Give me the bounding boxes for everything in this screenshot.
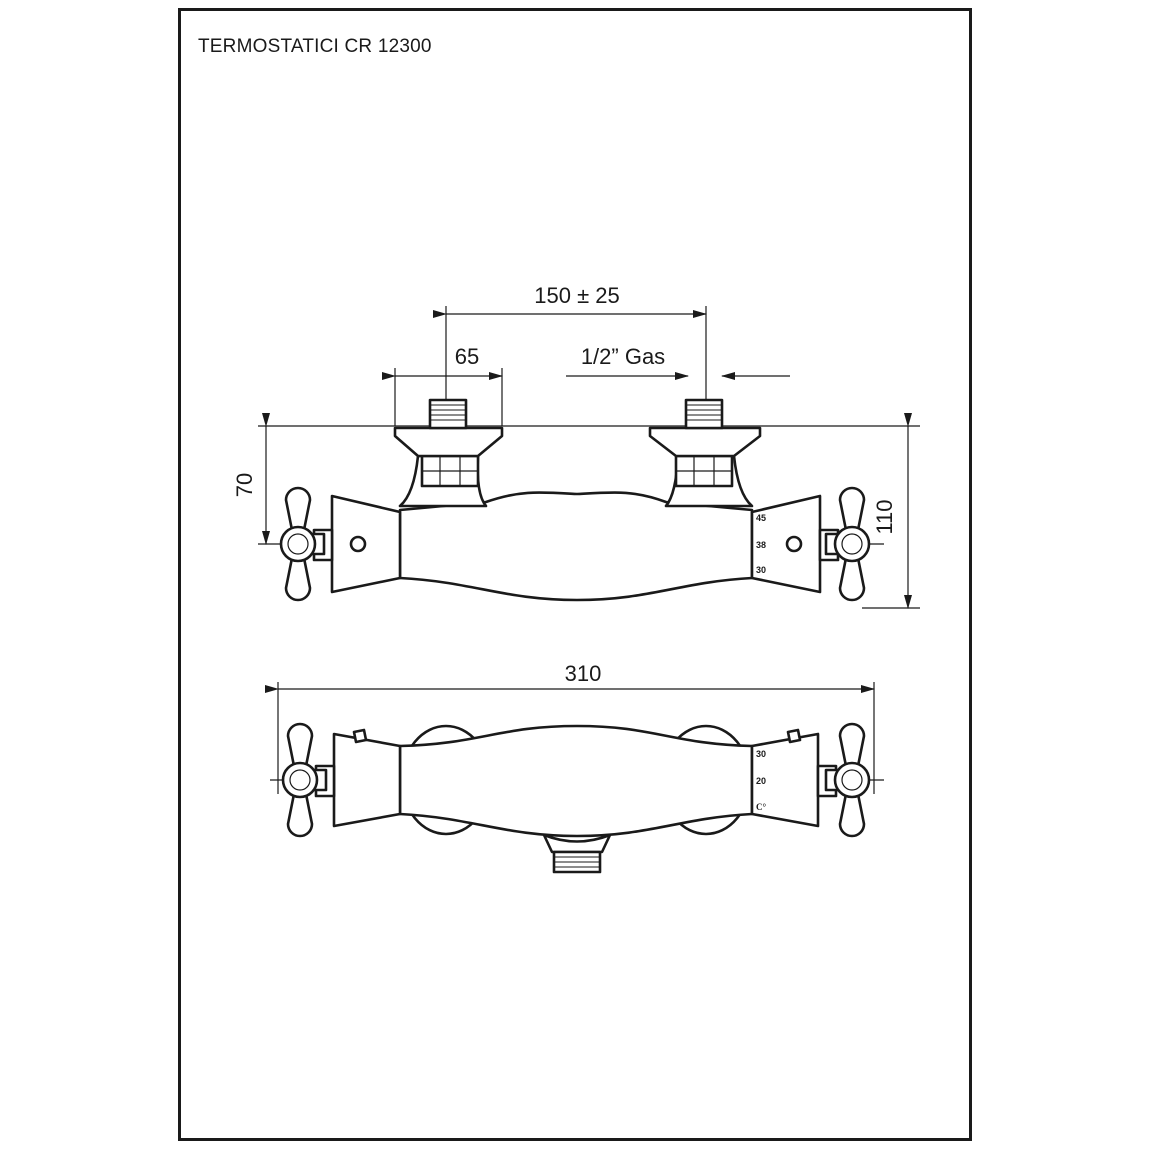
scale-mark-2: 38	[756, 540, 766, 550]
left-flange	[393, 426, 504, 458]
right-inlet	[648, 398, 762, 508]
left-inlet	[393, 398, 504, 508]
left-cross-handle	[279, 486, 326, 602]
label-center-spacing: 150 ± 25	[534, 283, 619, 308]
label-connection: 1/2” Gas	[581, 344, 665, 369]
outlet-neck	[542, 833, 612, 854]
scale-mark-3: 30	[756, 565, 766, 575]
label-overall-width: 310	[565, 661, 602, 686]
right-flange	[648, 426, 762, 458]
left-thread	[428, 398, 468, 430]
right-cross-handle	[824, 486, 871, 602]
bottom-scale-mark-2: 20	[756, 776, 766, 786]
right-cross-handle-bottom	[824, 722, 871, 838]
scale-mark-1: 45	[756, 513, 766, 523]
left-stop-pin	[352, 728, 368, 744]
bottom-scale-mark-3: C°	[756, 802, 766, 812]
valve-body-front	[398, 491, 754, 602]
drawing-title: TERMOSTATICI CR 12300	[198, 36, 432, 57]
valve-body-bottom	[398, 724, 754, 838]
right-thread	[684, 398, 724, 430]
label-flange: 65	[455, 344, 479, 369]
left-screw	[349, 535, 367, 553]
front-view: 150 ± 25 65 1/2” Gas 70 110	[232, 283, 920, 609]
label-height-upper: 70	[232, 473, 257, 497]
left-cross-handle-bottom	[281, 722, 328, 838]
label-height-total: 110	[872, 499, 897, 534]
bottom-scale-mark-1: 30	[756, 749, 766, 759]
left-housing-bottom	[332, 732, 402, 828]
drawing-frame	[178, 8, 972, 1141]
right-screw	[785, 535, 803, 553]
bottom-view: 310 30 20 C°	[265, 661, 884, 874]
right-stop-pin	[786, 728, 802, 744]
